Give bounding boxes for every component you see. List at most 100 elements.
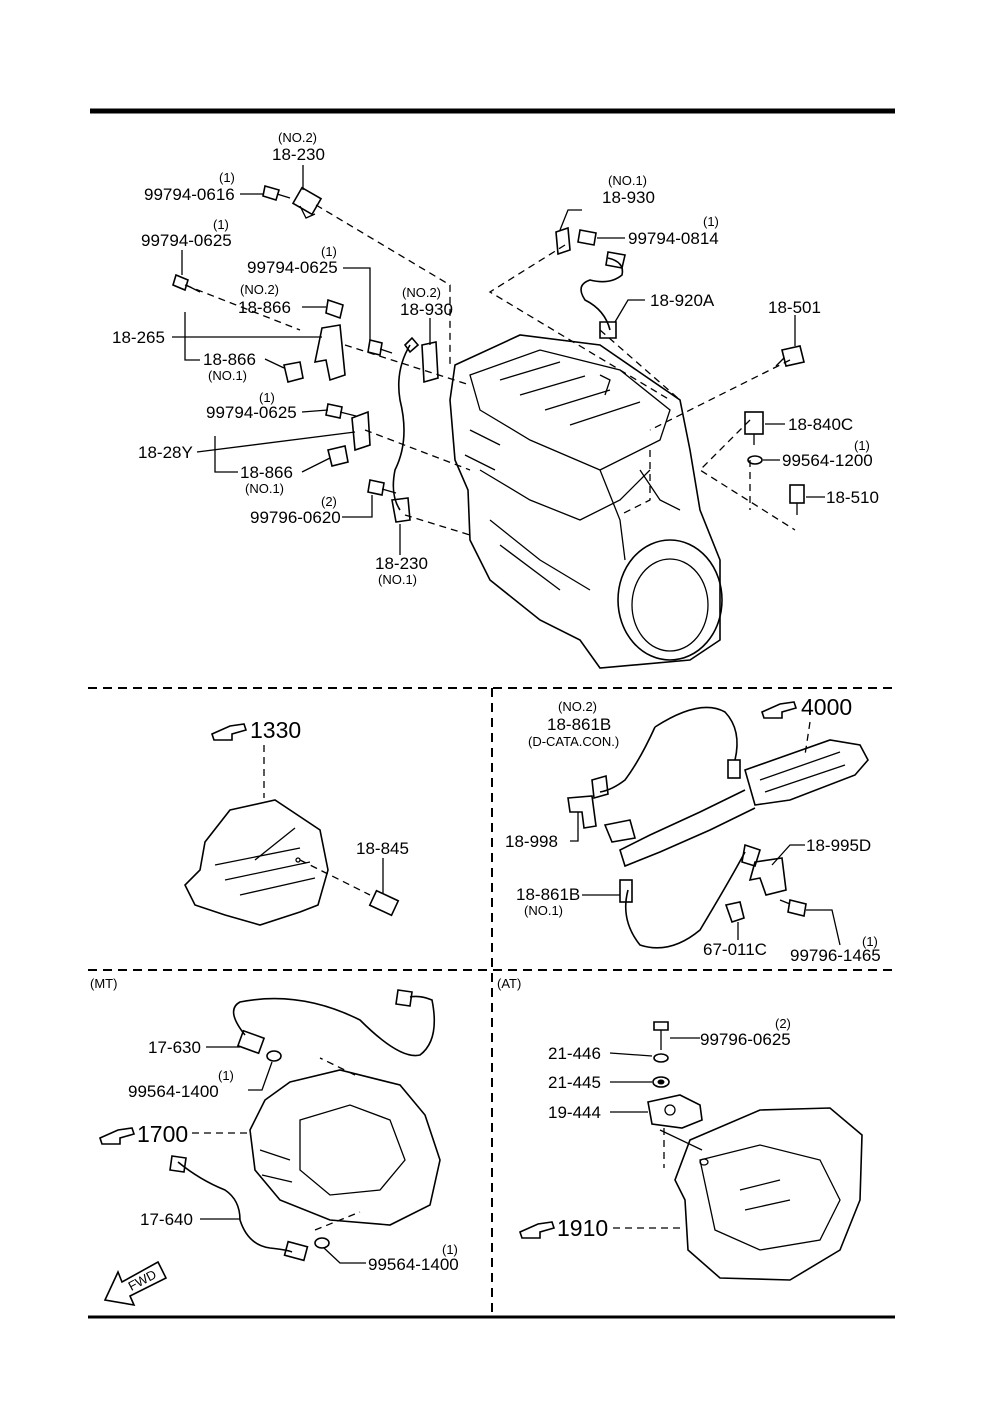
mt-dashed-leader-2 [314, 1211, 361, 1231]
bracket-18866-no1b-part [327, 445, 349, 467]
label-1200: 99564-1200 [782, 451, 873, 470]
label-1465-qty: (1) [862, 934, 878, 949]
label-18920a: 18-920A [650, 291, 715, 310]
washer-1400b-part [314, 1237, 330, 1249]
speed-sensor-17630-harness-part [232, 989, 436, 1057]
label-21446: 21-446 [548, 1044, 601, 1063]
label-18861b-no2-note: (D-CATA.CON.) [528, 734, 619, 749]
label-18866-no1b: 18-866 [240, 463, 293, 482]
fwd-arrow-icon: FWD [103, 1260, 168, 1307]
washer-1200-part [747, 455, 763, 465]
hand-pointer-icon-1330 [211, 723, 248, 741]
bolt-0616-part [262, 184, 291, 202]
label-18866-no1a-sub: (NO.1) [208, 368, 247, 383]
bracket-18930-no1-part [555, 226, 571, 256]
label-0620: 99796-0620 [250, 508, 341, 527]
label-18230-no2-sub: (NO.2) [278, 130, 317, 145]
label-18861b-no1: 18-861B [516, 885, 580, 904]
label-1465-leader [806, 909, 841, 946]
label-18866-no1a: 18-866 [203, 350, 256, 369]
at-bracket-leader [659, 1129, 703, 1151]
label-0625-at: 99796-0625 [700, 1030, 791, 1049]
bolt-0625b-part [367, 339, 393, 356]
bracket-18930-no2-part [421, 341, 439, 384]
label-18930-no2-sub: (NO.2) [402, 285, 441, 300]
label-18861b-no2: 18-861B [547, 715, 611, 734]
label-1400b-leader [323, 1247, 366, 1264]
label-18230-no1: 18-230 [375, 554, 428, 573]
label-18995d-leader [771, 844, 805, 866]
label-18866-no2: 18-866 [238, 298, 291, 317]
ref-4000: 4000 [801, 694, 852, 720]
sensor-18845-part [368, 889, 400, 917]
label-17630: 17-630 [148, 1038, 201, 1057]
label-1828y: 18-28Y [138, 443, 193, 462]
intake-sensor-leader [299, 859, 371, 896]
cam-sensor-no2-part [291, 186, 323, 219]
label-1400b-qty: (1) [442, 1242, 458, 1257]
label-1400a: 99564-1400 [128, 1082, 219, 1101]
label-1400b: 99564-1400 [368, 1255, 459, 1274]
label-17640: 17-640 [140, 1210, 193, 1229]
label-18861b-no2-sub: (NO.2) [558, 699, 597, 714]
bolt-0625c-part [325, 403, 357, 419]
label-0625c: 99794-0625 [206, 403, 297, 422]
label-18230-no1-sub: (NO.1) [378, 572, 417, 587]
bracket-18866-no2-part [325, 298, 344, 320]
label-1465: 99796-1465 [790, 946, 881, 965]
bolt-1465-part [779, 899, 807, 917]
bracket-18995d-part [748, 857, 787, 896]
label-1400a-leader [248, 1061, 273, 1091]
label-0814-qty: (1) [703, 214, 719, 229]
label-0625c-qty: (1) [259, 390, 275, 405]
ref-1910: 1910 [557, 1215, 608, 1241]
label-18230-no2: 18-230 [272, 145, 325, 164]
label-1400a-qty: (1) [218, 1068, 234, 1083]
label-19444: 19-444 [548, 1103, 601, 1122]
bracket-1828y-part [351, 410, 371, 452]
label-18995d: 18-995D [806, 836, 871, 855]
at-section-title: (AT) [497, 976, 521, 991]
bolt-0625-at-part [653, 1021, 669, 1050]
ref-4000-leader [804, 721, 811, 756]
bracket-18866-no1a-part [283, 361, 304, 383]
label-21445: 21-445 [548, 1073, 601, 1092]
label-18510: 18-510 [826, 488, 879, 507]
o2-sensor-no2-harness-part [591, 706, 741, 800]
crank-sensor-harness-part [391, 336, 420, 523]
engine-labels: (NO.2) 18-230 (1) 99794-0616 (1) 99794-0… [112, 130, 879, 587]
label-18998: 18-998 [505, 832, 558, 851]
sensor-18840c-part [744, 411, 764, 445]
washer-21446-part [653, 1053, 669, 1063]
label-0625a: 99794-0625 [141, 231, 232, 250]
label-67011c: 67-011C [703, 940, 767, 959]
bolt-0620-part [367, 479, 397, 496]
ref-1700: 1700 [137, 1121, 188, 1147]
mt-section-title: (MT) [90, 976, 117, 991]
catalytic-converter-drawing [603, 739, 869, 868]
washer-21445-part [652, 1076, 670, 1088]
label-18840c: 18-840C [788, 415, 853, 434]
label-0814: 99794-0814 [628, 229, 719, 248]
bolt-0625a-part [172, 273, 201, 293]
bracket-18998-part [567, 795, 597, 829]
label-18930-no1-sub: (NO.1) [608, 173, 647, 188]
knock-sensor-harness-part [580, 251, 626, 339]
label-18866-no2-sub: (NO.2) [240, 282, 279, 297]
o2-sensor-no1-harness-part [619, 843, 761, 949]
hand-pointer-icon-1700 [99, 1127, 136, 1145]
label-1200-qty: (1) [854, 438, 870, 453]
label-0625b: 99794-0625 [247, 258, 338, 277]
automatic-transmission-drawing [674, 1107, 863, 1281]
label-18845: 18-845 [356, 839, 409, 858]
label-18930-no1: 18-930 [602, 188, 655, 207]
engine-block-drawing [449, 334, 723, 669]
label-0616-qty: (1) [219, 170, 235, 185]
label-18501: 18-501 [768, 298, 821, 317]
hand-pointer-icon-4000 [761, 701, 798, 719]
label-0625-at-qty: (2) [775, 1016, 791, 1031]
bracket-18265-part [313, 324, 346, 382]
sensor-18510-part [789, 484, 805, 515]
intake-plenum-drawing [184, 799, 329, 926]
